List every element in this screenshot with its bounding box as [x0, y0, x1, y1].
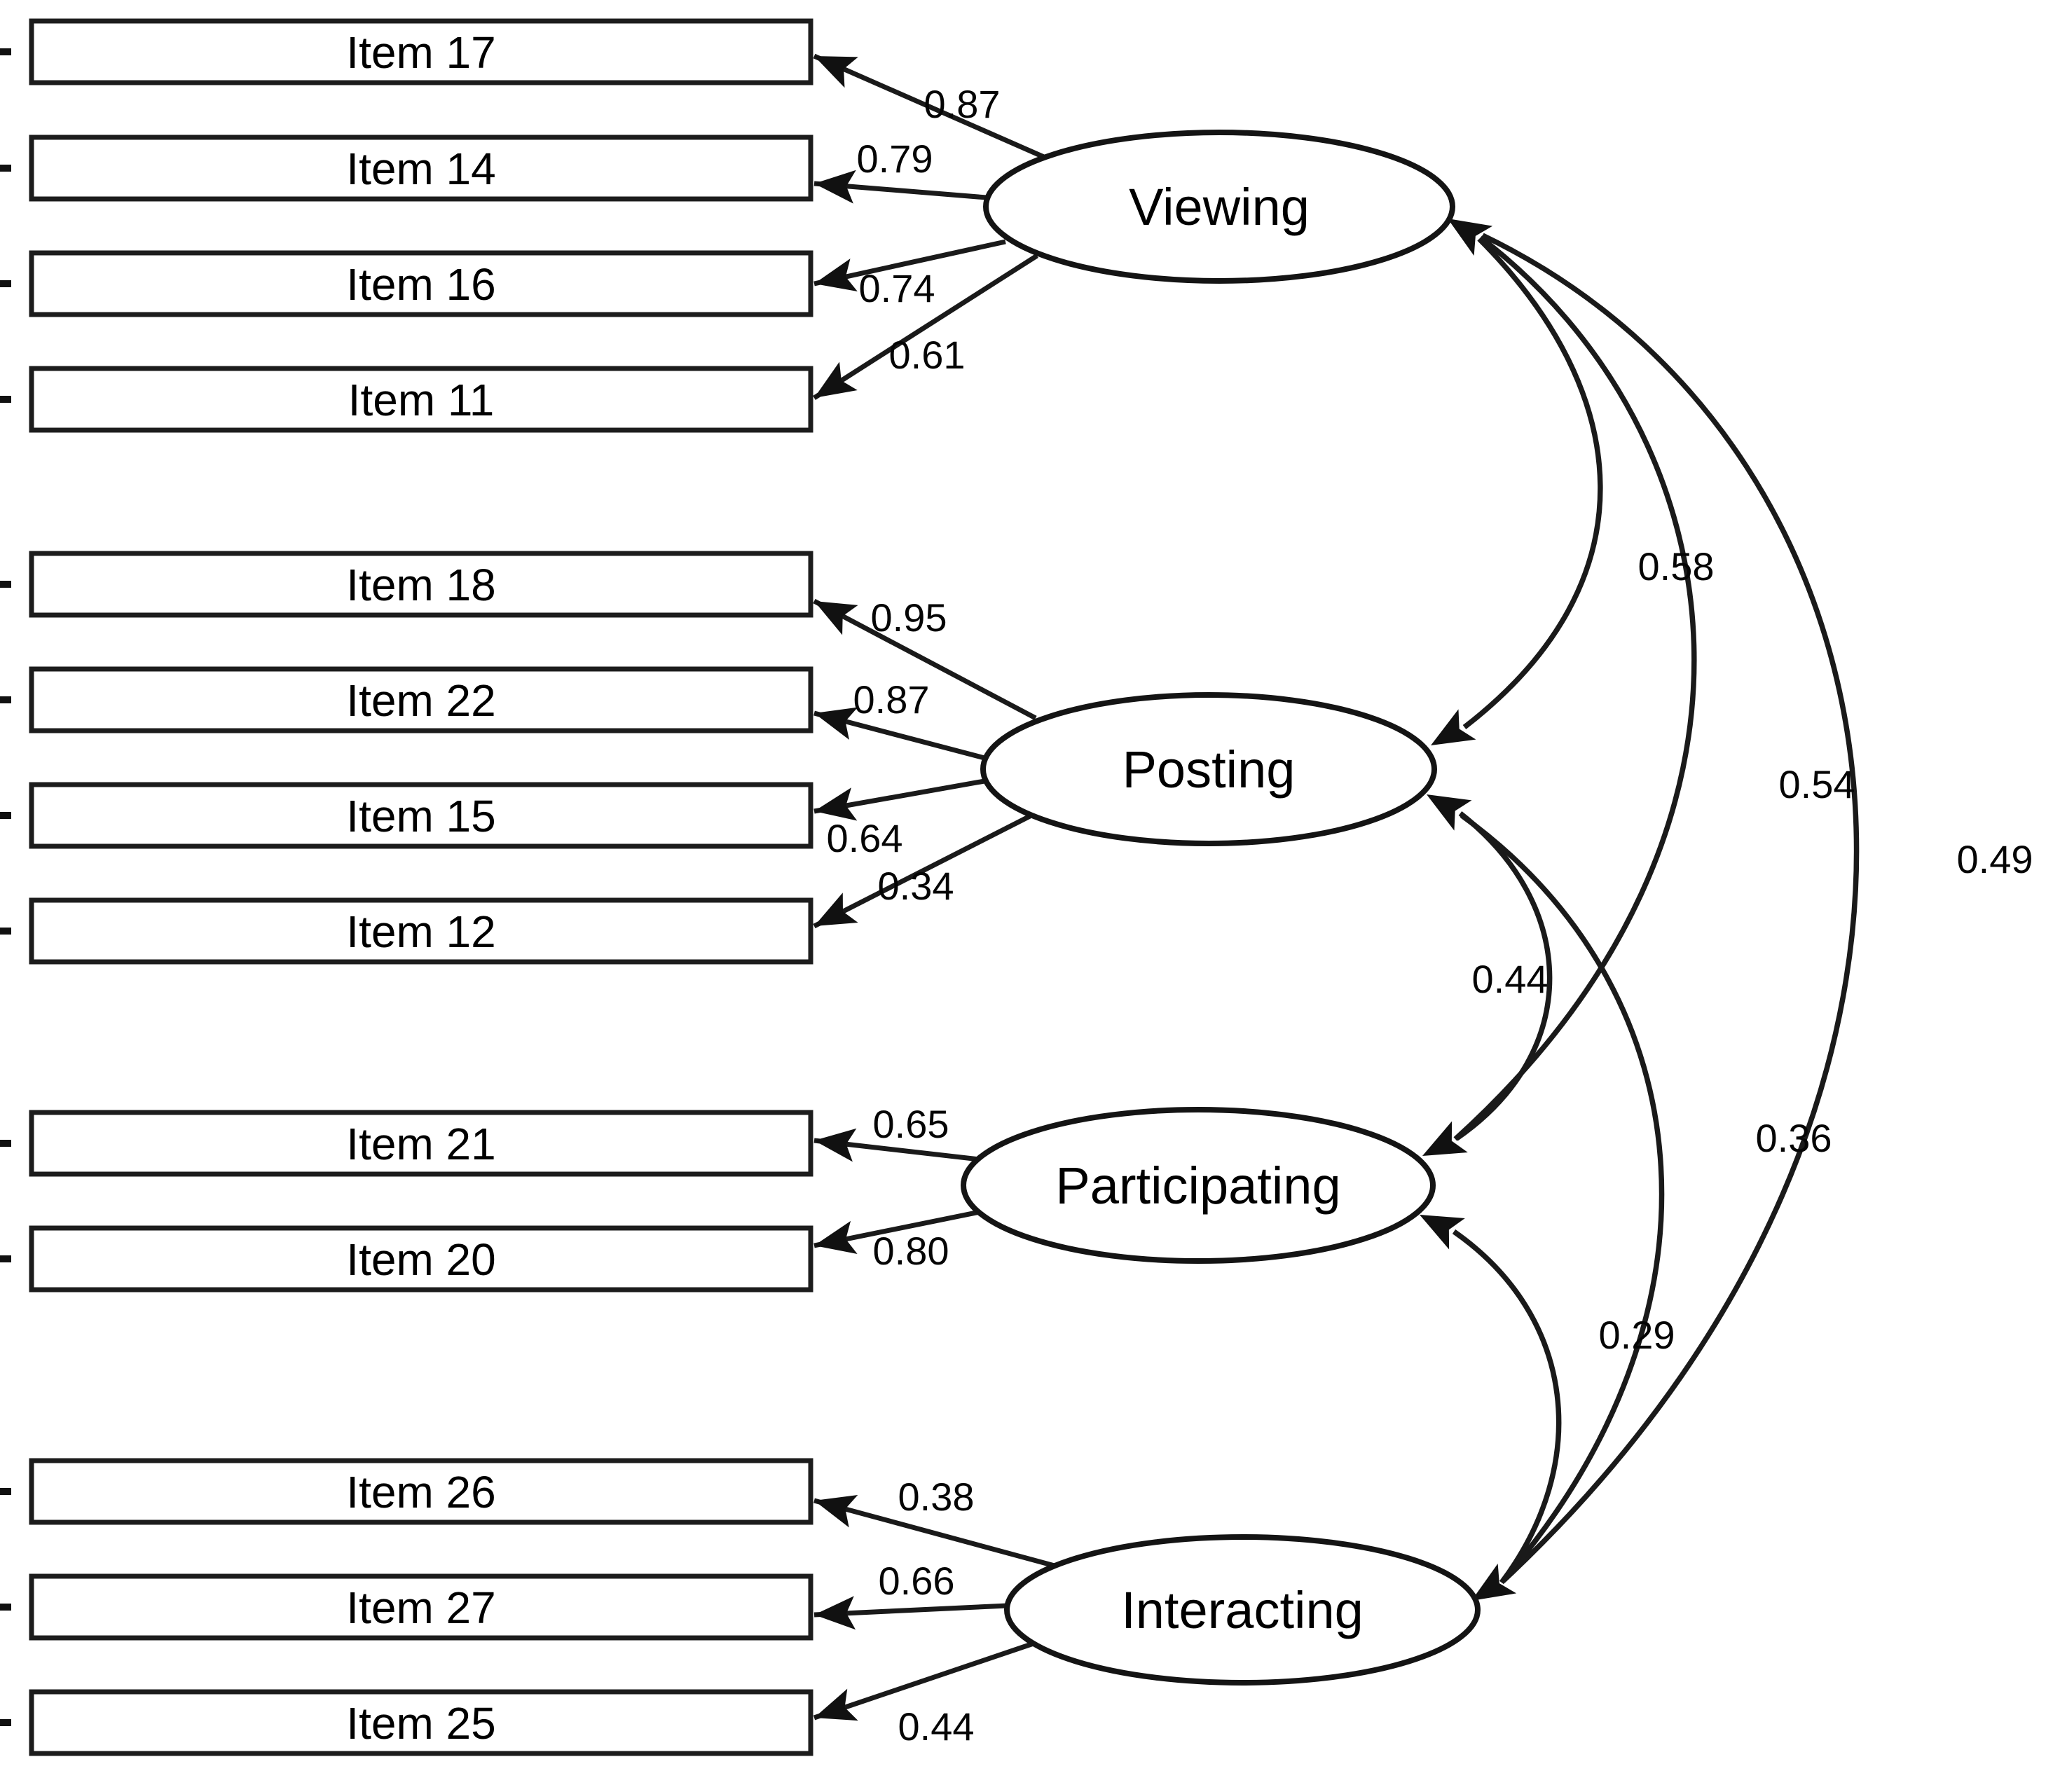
factor-label: Participating — [1055, 1157, 1340, 1215]
item-label: Item 27 — [346, 1583, 495, 1633]
arrowhead-icon — [1431, 709, 1476, 745]
item-box — [29, 250, 813, 317]
correlation-curve — [1453, 235, 1697, 1141]
item-label: Item 15 — [346, 791, 495, 841]
item-box — [29, 135, 813, 202]
correlation-value: 0.58 — [1638, 544, 1715, 588]
item-label: Item 20 — [346, 1234, 495, 1285]
factor-label: Posting — [1122, 740, 1296, 799]
loading-value: 0.95 — [871, 595, 947, 640]
correlation-value: 0.36 — [1756, 1116, 1832, 1160]
item-box — [29, 1573, 813, 1641]
loading-arrow — [813, 1596, 1008, 1630]
correlation-value: 0.44 — [1472, 957, 1549, 1001]
correlation-curve — [1481, 233, 1860, 1583]
correlation-curve — [1455, 811, 1553, 1141]
loading-value: 0.64 — [827, 816, 903, 860]
loading-value: 0.65 — [873, 1102, 949, 1146]
item-label: Item 16 — [346, 259, 495, 310]
item-box — [29, 666, 813, 733]
loading-arrow — [813, 1128, 980, 1162]
loading-arrow — [813, 778, 985, 821]
loading-value: 0.66 — [879, 1559, 955, 1603]
correlation-curve — [1460, 813, 1665, 1581]
correlation-value: 0.49 — [1957, 837, 2033, 881]
item-label: Item 17 — [346, 27, 495, 78]
loading-value: 0.61 — [889, 333, 966, 377]
loading-value: 0.34 — [878, 864, 954, 908]
loading-value: 0.87 — [853, 677, 930, 722]
arrowhead-icon — [1471, 1564, 1517, 1601]
item-box — [29, 897, 813, 965]
loading-value: 0.38 — [898, 1475, 975, 1519]
item-box — [29, 1689, 813, 1756]
loading-arrows-group — [813, 53, 1055, 1721]
factor-label: Viewing — [1129, 178, 1310, 236]
loading-arrow — [813, 170, 987, 204]
item-box — [29, 1458, 813, 1525]
arrowhead-icon — [1420, 1215, 1465, 1250]
arrowhead-icon — [1427, 794, 1472, 831]
loading-value: 0.44 — [898, 1704, 975, 1749]
item-box — [29, 782, 813, 849]
loading-value: 0.80 — [873, 1229, 949, 1273]
latent-ellipse-participating — [961, 1107, 1436, 1264]
arrowhead-icon — [1448, 219, 1493, 256]
loading-arrow — [813, 813, 1031, 929]
latent-ellipse-interacting — [1004, 1534, 1481, 1686]
item-box — [29, 1225, 813, 1293]
loading-arrow — [813, 1209, 980, 1254]
item-label: Item 22 — [346, 675, 495, 726]
correlation-value: 0.29 — [1599, 1313, 1675, 1357]
arrowhead-icon — [1422, 1121, 1468, 1156]
loading-arrow — [813, 598, 1037, 721]
correlation-values-group: 0.58 0.54 0.49 0.44 0.36 0.29 — [1472, 544, 2033, 1357]
loading-arrow — [813, 707, 985, 761]
item-box — [29, 1110, 813, 1177]
item-label: Item 18 — [346, 560, 495, 610]
correlation-value: 0.54 — [1779, 762, 1855, 806]
factor-label: Interacting — [1121, 1581, 1364, 1639]
edge-artifacts — [0, 48, 11, 1726]
item-label: Item 11 — [348, 375, 495, 425]
item-label: Item 14 — [346, 144, 495, 194]
loading-arrow — [813, 1495, 1055, 1569]
correlation-curve — [1452, 1229, 1562, 1585]
latent-variables-group: Viewing Posting Participating Interactin… — [961, 130, 1481, 1686]
latent-ellipse-viewing — [983, 130, 1455, 284]
observed-items-group: Item 17 Item 14 Item 16 Item 11 Item 18 … — [29, 18, 813, 1756]
item-box — [29, 18, 813, 85]
loading-arrow — [813, 53, 1047, 160]
correlation-curves-group — [1420, 219, 1860, 1601]
loading-value: 0.79 — [857, 137, 933, 181]
latent-ellipse-posting — [980, 692, 1437, 846]
loading-value: 0.87 — [924, 82, 1001, 126]
item-label: Item 26 — [346, 1467, 495, 1517]
loading-arrow — [813, 239, 1006, 291]
item-label: Item 12 — [346, 907, 495, 957]
item-box — [29, 366, 813, 433]
loading-arrow — [813, 1640, 1037, 1721]
item-box — [29, 551, 813, 618]
loading-value: 0.74 — [859, 266, 935, 310]
loading-arrow — [813, 254, 1038, 400]
item-label: Item 25 — [346, 1698, 495, 1749]
loading-values-group: 0.87 0.79 0.74 0.61 0.95 0.87 0.64 0.34 … — [827, 82, 1001, 1749]
correlation-curve — [1462, 237, 1603, 729]
item-label: Item 21 — [346, 1119, 495, 1169]
